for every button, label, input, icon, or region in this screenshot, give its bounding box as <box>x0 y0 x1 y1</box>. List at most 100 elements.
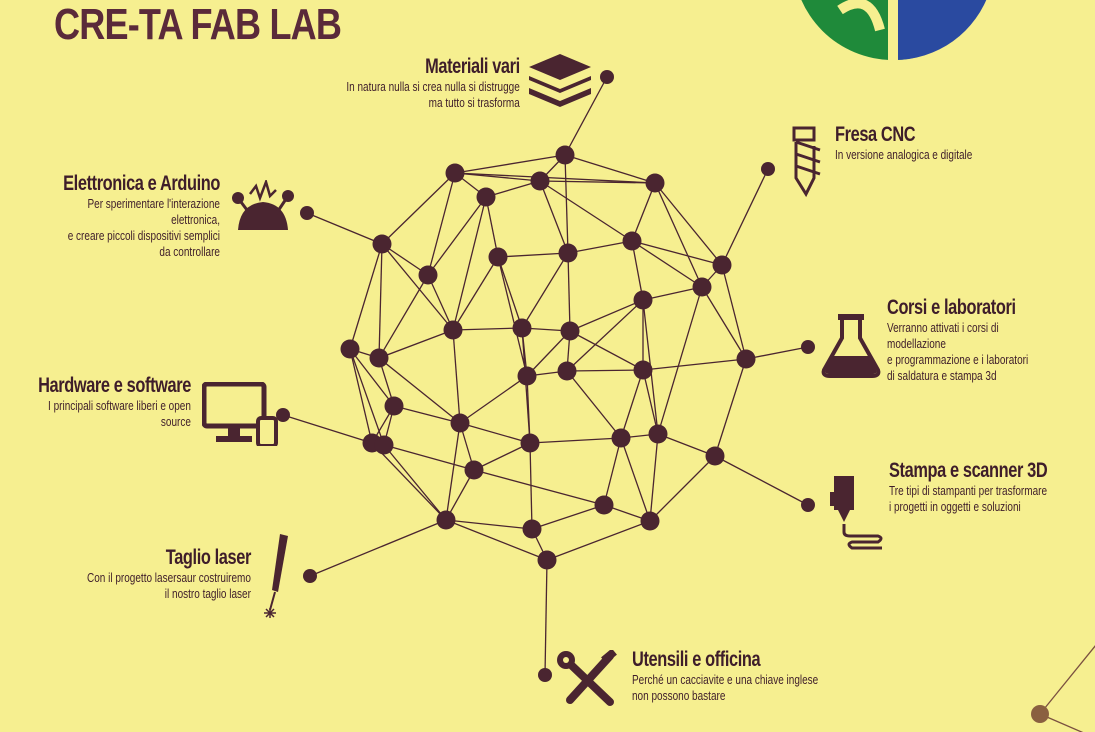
network-node <box>476 187 496 207</box>
network-edge <box>642 358 747 371</box>
network-edge <box>631 240 644 301</box>
network-edge <box>445 519 533 530</box>
network-edge <box>529 437 622 444</box>
network-node <box>530 171 550 191</box>
layers-icon <box>529 54 591 107</box>
network-edge <box>539 180 633 242</box>
network-edge <box>452 327 523 331</box>
network-node <box>384 396 404 416</box>
3d-printer-icon <box>830 476 883 550</box>
network-node <box>633 290 653 310</box>
network-edge <box>569 330 644 371</box>
network-node <box>464 460 484 480</box>
network-edge <box>473 442 531 471</box>
feature-materiali: Materiali vari In natura nulla si crea n… <box>303 55 521 111</box>
feature-description: Con il progetto lasersaur costruiremo il… <box>87 571 251 601</box>
network-edge <box>566 369 644 372</box>
network-edge <box>642 286 703 301</box>
flask-icon <box>821 314 881 378</box>
network-node <box>340 339 360 359</box>
network-edge <box>427 274 454 331</box>
network-node <box>369 348 389 368</box>
network-edge <box>427 172 456 276</box>
feature-fresa: Fresa CNC In versione analogica e digita… <box>835 123 1007 163</box>
network-node <box>520 433 540 453</box>
network-node <box>303 569 317 583</box>
network-edge <box>649 455 716 522</box>
network-edge <box>454 172 656 184</box>
network-node <box>712 255 732 275</box>
network-edge <box>371 442 447 521</box>
network-edge <box>546 520 651 561</box>
network-node <box>645 173 665 193</box>
network-node <box>450 413 470 433</box>
network-edge <box>649 433 659 522</box>
network-edge <box>567 240 633 254</box>
network-node <box>761 162 775 176</box>
network-edge <box>539 180 569 254</box>
feature-title: Fresa CNC <box>835 123 916 146</box>
feature-hardware: Hardware e software I principali softwar… <box>0 374 191 430</box>
network-edge <box>378 243 383 359</box>
network-edge <box>531 504 605 530</box>
network-edge <box>642 369 659 435</box>
network-edge <box>459 422 531 444</box>
network-edge <box>378 274 429 359</box>
network-edge <box>526 375 531 444</box>
network-edge <box>714 455 809 506</box>
network-edge <box>349 348 385 446</box>
feature-utensili: Utensili e officina Perché un cacciavite… <box>632 648 865 704</box>
network-edge <box>497 256 528 377</box>
network-edge <box>459 375 528 424</box>
feature-title: Stampa e scanner 3D <box>889 459 1048 482</box>
network-node <box>445 163 465 183</box>
network-edge <box>383 444 447 521</box>
network-node <box>374 435 394 455</box>
feature-title: Taglio laser <box>165 546 252 569</box>
network-node <box>557 361 577 381</box>
network-edge <box>701 286 747 360</box>
network-node <box>522 519 542 539</box>
network-edge <box>526 330 571 377</box>
network-node <box>801 498 815 512</box>
network-edge <box>383 444 475 471</box>
network-node <box>560 321 580 341</box>
network-edge <box>631 240 703 288</box>
network-edge <box>603 437 622 506</box>
network-edge <box>714 358 747 457</box>
feature-description: Perché un cacciavite e una chiave ingles… <box>632 673 819 703</box>
network-edge <box>497 252 569 258</box>
feature-elettronica: Elettronica e Arduino Per sperimentare l… <box>0 172 220 260</box>
network-node <box>692 277 712 297</box>
network-edge <box>564 76 608 156</box>
network-edge <box>445 469 475 521</box>
network-edge <box>452 256 499 331</box>
network-edge <box>631 240 723 266</box>
network-edge <box>657 286 703 435</box>
network-edge <box>485 196 499 258</box>
network-edge <box>445 519 548 561</box>
network-edge <box>654 182 723 266</box>
network-node <box>537 550 557 570</box>
logo-icon <box>801 0 987 61</box>
network-node <box>600 70 614 84</box>
network-edge <box>473 469 605 506</box>
page-title: CRE-TA FAB LAB <box>54 0 342 49</box>
network-edge <box>721 168 769 266</box>
network-node <box>594 495 614 515</box>
network-node <box>640 511 660 531</box>
network-edge <box>306 212 383 245</box>
network-edge <box>567 252 571 332</box>
tools-icon <box>557 650 617 706</box>
network-edge <box>452 329 461 424</box>
network-edge <box>381 172 456 245</box>
feature-title: Hardware e software <box>38 374 191 397</box>
feature-title: Elettronica e Arduino <box>63 172 221 195</box>
feature-description: I principali software liberi e open sour… <box>48 399 191 429</box>
feature-description: Per sperimentare l'interazione elettroni… <box>67 197 220 259</box>
computer-icon <box>202 382 278 446</box>
network-node <box>300 206 314 220</box>
network-edge <box>564 154 656 184</box>
network-edge <box>454 154 566 174</box>
